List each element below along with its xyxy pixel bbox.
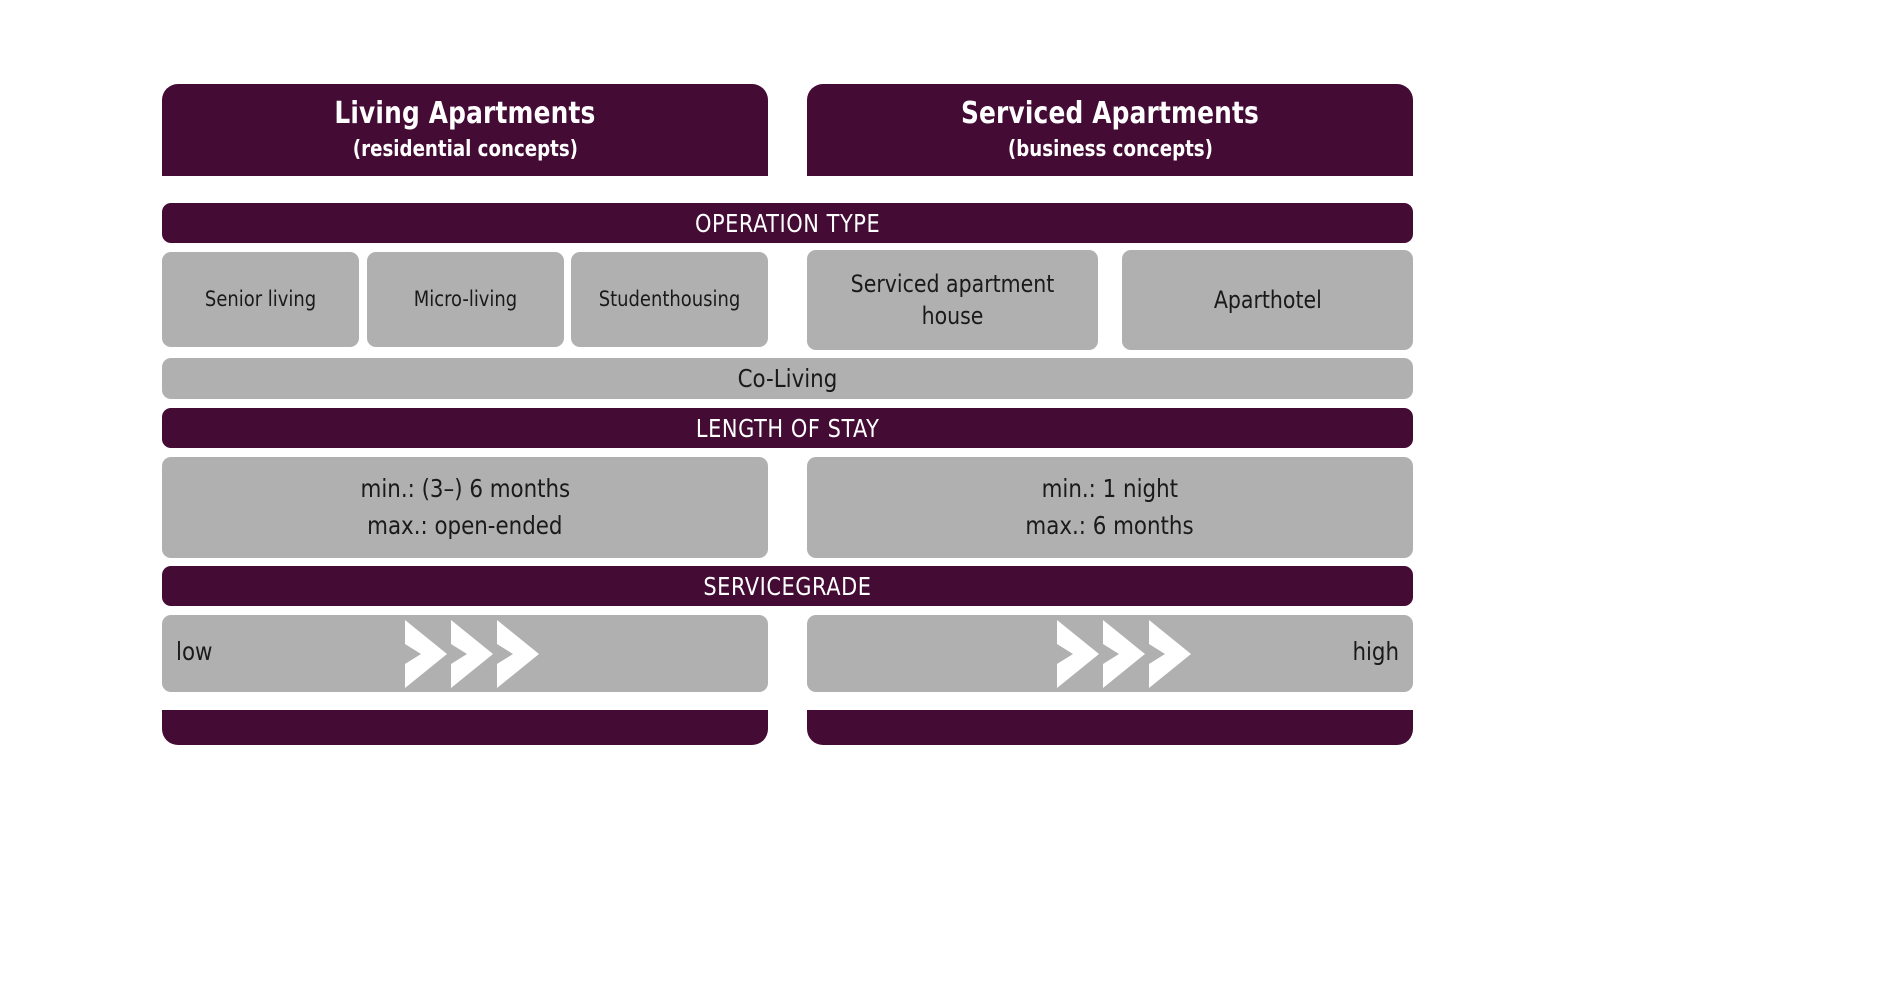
chip-micro-living: Micro-living <box>367 252 564 347</box>
length-of-stay-right: min.: 1 night max.: 6 months <box>807 457 1413 558</box>
length-of-stay-left: min.: (3–) 6 months max.: open-ended <box>162 457 768 558</box>
chip-co-living: Co-Living <box>162 358 1413 399</box>
chip-label: Micro-living <box>413 287 518 312</box>
header-subtitle-right: (business concepts) <box>1007 136 1213 162</box>
chip-label: Senior living <box>204 287 317 312</box>
chevron-right-icon <box>405 619 447 688</box>
chevron-right-icon <box>1149 619 1191 688</box>
servicegrade-arrows-right <box>1057 619 1191 688</box>
chevron-right-icon <box>497 619 539 688</box>
header-title-right: Serviced Apartments <box>960 95 1260 131</box>
servicegrade-low-label: low <box>176 636 213 666</box>
servicegrade-left: low <box>162 615 768 692</box>
chip-label: Studenthousing <box>598 287 741 312</box>
section-label-operation-type: OPERATION TYPE <box>694 208 881 238</box>
chip-label: Co-Living <box>737 364 838 393</box>
section-label-servicegrade: SERVICEGRADE <box>703 571 872 601</box>
section-band-servicegrade: SERVICEGRADE <box>162 566 1413 606</box>
footer-bar-right <box>807 710 1413 745</box>
servicegrade-high-label: high <box>1352 636 1399 666</box>
chip-serviced-apartment-house: Serviced apartment house <box>807 250 1098 350</box>
length-of-stay-max-right: max.: 6 months <box>1025 510 1195 540</box>
chip-label: Aparthotel <box>1213 285 1322 314</box>
header-card-serviced-apartments: Serviced Apartments (business concepts) <box>807 84 1413 176</box>
header-title-left: Living Apartments <box>334 95 596 131</box>
header-card-living-apartments: Living Apartments (residential concepts) <box>162 84 768 176</box>
chevron-right-icon <box>1103 619 1145 688</box>
chip-aparthotel: Aparthotel <box>1122 250 1413 350</box>
chip-studenthousing: Studenthousing <box>571 252 768 347</box>
chip-senior-living: Senior living <box>162 252 359 347</box>
section-band-operation-type: OPERATION TYPE <box>162 203 1413 243</box>
header-subtitle-left: (residential concepts) <box>352 136 578 162</box>
servicegrade-right: high <box>807 615 1413 692</box>
footer-bar-left <box>162 710 768 745</box>
length-of-stay-max-left: max.: open-ended <box>367 510 563 540</box>
length-of-stay-min-right: min.: 1 night <box>1041 474 1179 504</box>
chevron-right-icon <box>1057 619 1099 688</box>
section-band-length-of-stay: LENGTH OF STAY <box>162 408 1413 448</box>
servicegrade-arrows-left <box>405 619 539 688</box>
section-label-length-of-stay: LENGTH OF STAY <box>695 413 880 443</box>
chevron-right-icon <box>451 619 493 688</box>
length-of-stay-min-left: min.: (3–) 6 months <box>360 474 570 504</box>
chip-label: Serviced apartment house <box>850 269 1055 330</box>
